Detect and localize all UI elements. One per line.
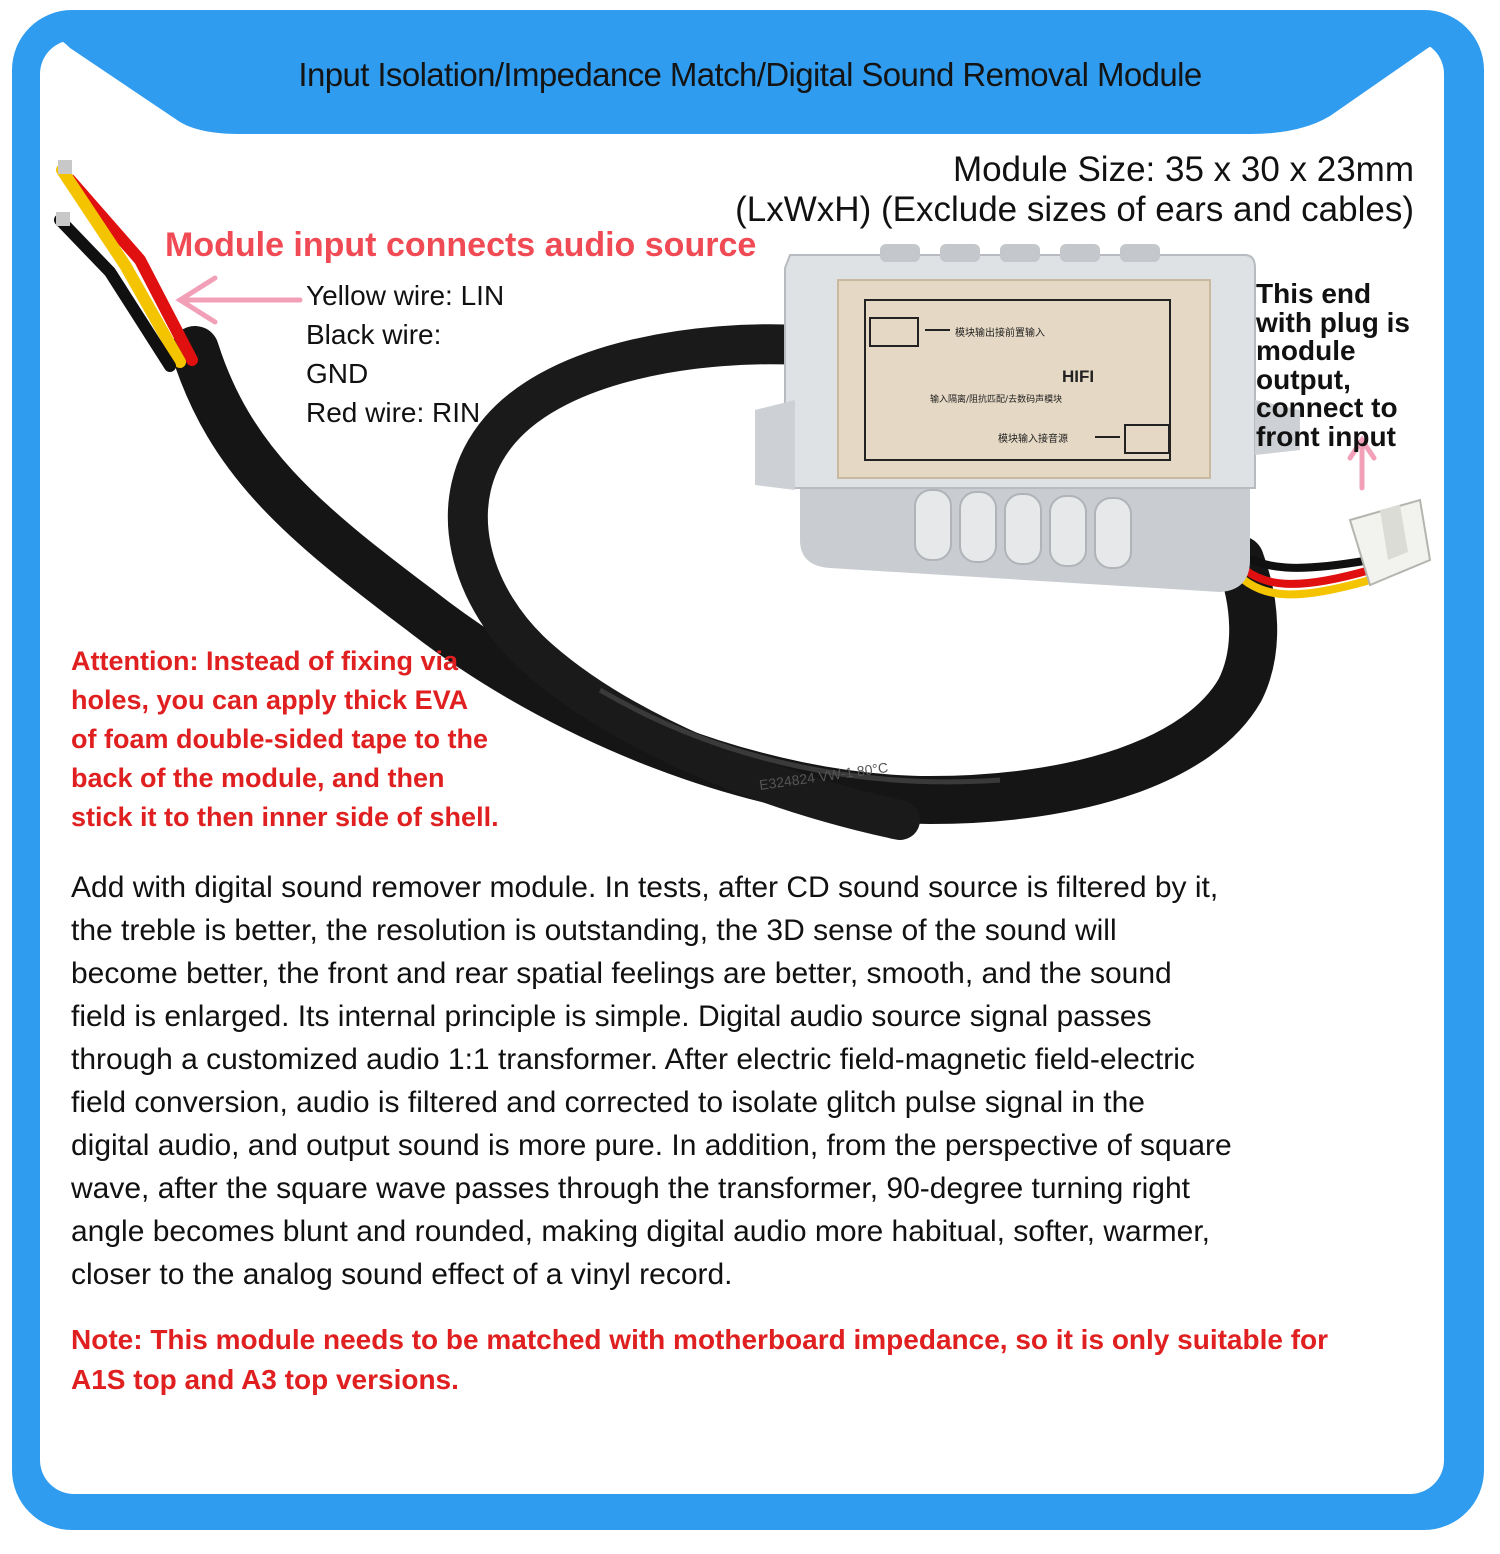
attention-line1: Attention: Instead of fixing via xyxy=(71,646,459,676)
description-line: wave, after the square wave passes throu… xyxy=(71,1172,1190,1205)
output-label-line1: This end xyxy=(1256,278,1372,309)
description-line: Add with digital sound remover module. I… xyxy=(71,871,1219,904)
wire-yellow: Yellow wire: LIN xyxy=(306,280,505,311)
page-title: Input Isolation/Impedance Match/Digital … xyxy=(298,56,1202,93)
attention-line4: back of the module, and then xyxy=(71,763,445,793)
input-wires xyxy=(54,160,198,372)
output-plug xyxy=(1348,498,1432,587)
description-line: digital audio, and output sound is more … xyxy=(71,1129,1232,1162)
output-label-line4: output, xyxy=(1256,363,1351,395)
attention-line3: of foam double-sided tape to the xyxy=(71,724,488,754)
output-label-line3: module xyxy=(1256,335,1356,366)
cable-loop xyxy=(447,324,920,840)
description-line: field is enlarged. Its internal principl… xyxy=(71,1000,1152,1033)
wire-black-gnd: GND xyxy=(306,358,369,389)
output-label-line2: with plug is xyxy=(1256,306,1410,338)
output-label: This end with plug is module output, con… xyxy=(1256,278,1410,452)
output-arrow xyxy=(1347,435,1377,491)
description-line: become better, the front and rear spatia… xyxy=(71,957,1172,990)
module-size-line1: Module Size: 35 x 30 x 23mm xyxy=(952,150,1414,189)
module-label-mid: 输入隔离/阻抗匹配/去数码声模块 xyxy=(930,393,1062,405)
description-line: closer to the analog sound effect of a v… xyxy=(71,1258,733,1291)
description-line: angle becomes blunt and rounded, making … xyxy=(71,1215,1211,1248)
input-heading: Module input connects audio source xyxy=(165,226,757,264)
output-label-line5: connect to xyxy=(1256,392,1398,423)
module-label-brand: HIFI xyxy=(1062,367,1094,386)
description-line: through a customized audio 1:1 transform… xyxy=(71,1043,1195,1076)
description-line: field conversion, audio is filtered and … xyxy=(71,1086,1145,1119)
module-label-bottom: 模块输入接音源 xyxy=(998,432,1068,445)
compatibility-note: Note: This module needs to be matched wi… xyxy=(71,1320,1328,1400)
output-label-line6: front input xyxy=(1256,420,1396,452)
module-label-top: 模块输出接前置输入 xyxy=(955,326,1045,339)
description-paragraph: Add with digital sound remover module. I… xyxy=(71,866,1451,1296)
input-arrow xyxy=(175,275,303,325)
attention-line5: stick it to then inner side of shell. xyxy=(71,802,499,832)
module-body: 模块输出接前置输入 HIFI 输入隔离/阻抗匹配/去数码声模块 模块输入接音源 xyxy=(755,244,1300,592)
title-banner xyxy=(40,36,1450,134)
wire-legend: Yellow wire: LIN Black wire: GND Red wir… xyxy=(306,276,504,432)
attention-line2: holes, you can apply thick EVA xyxy=(71,685,469,715)
note-line2: A1S top and A3 top versions. xyxy=(71,1364,459,1395)
module-size: Module Size: 35 x 30 x 23mm (LxWxH) (Exc… xyxy=(735,150,1414,230)
module-photo: 模块输出接前置输入 HIFI 输入隔离/阻抗匹配/去数码声模块 模块输入接音源 … xyxy=(54,160,1432,840)
description-line: the treble is better, the resolution is … xyxy=(71,914,1117,947)
module-size-line2: (LxWxH) (Exclude sizes of ears and cable… xyxy=(735,190,1414,229)
wire-red: Red wire: RIN xyxy=(306,397,481,428)
wire-black: Black wire: xyxy=(306,319,442,350)
attention-text: Attention: Instead of fixing via holes, … xyxy=(71,642,499,837)
note-line1: Note: This module needs to be matched wi… xyxy=(71,1324,1329,1355)
